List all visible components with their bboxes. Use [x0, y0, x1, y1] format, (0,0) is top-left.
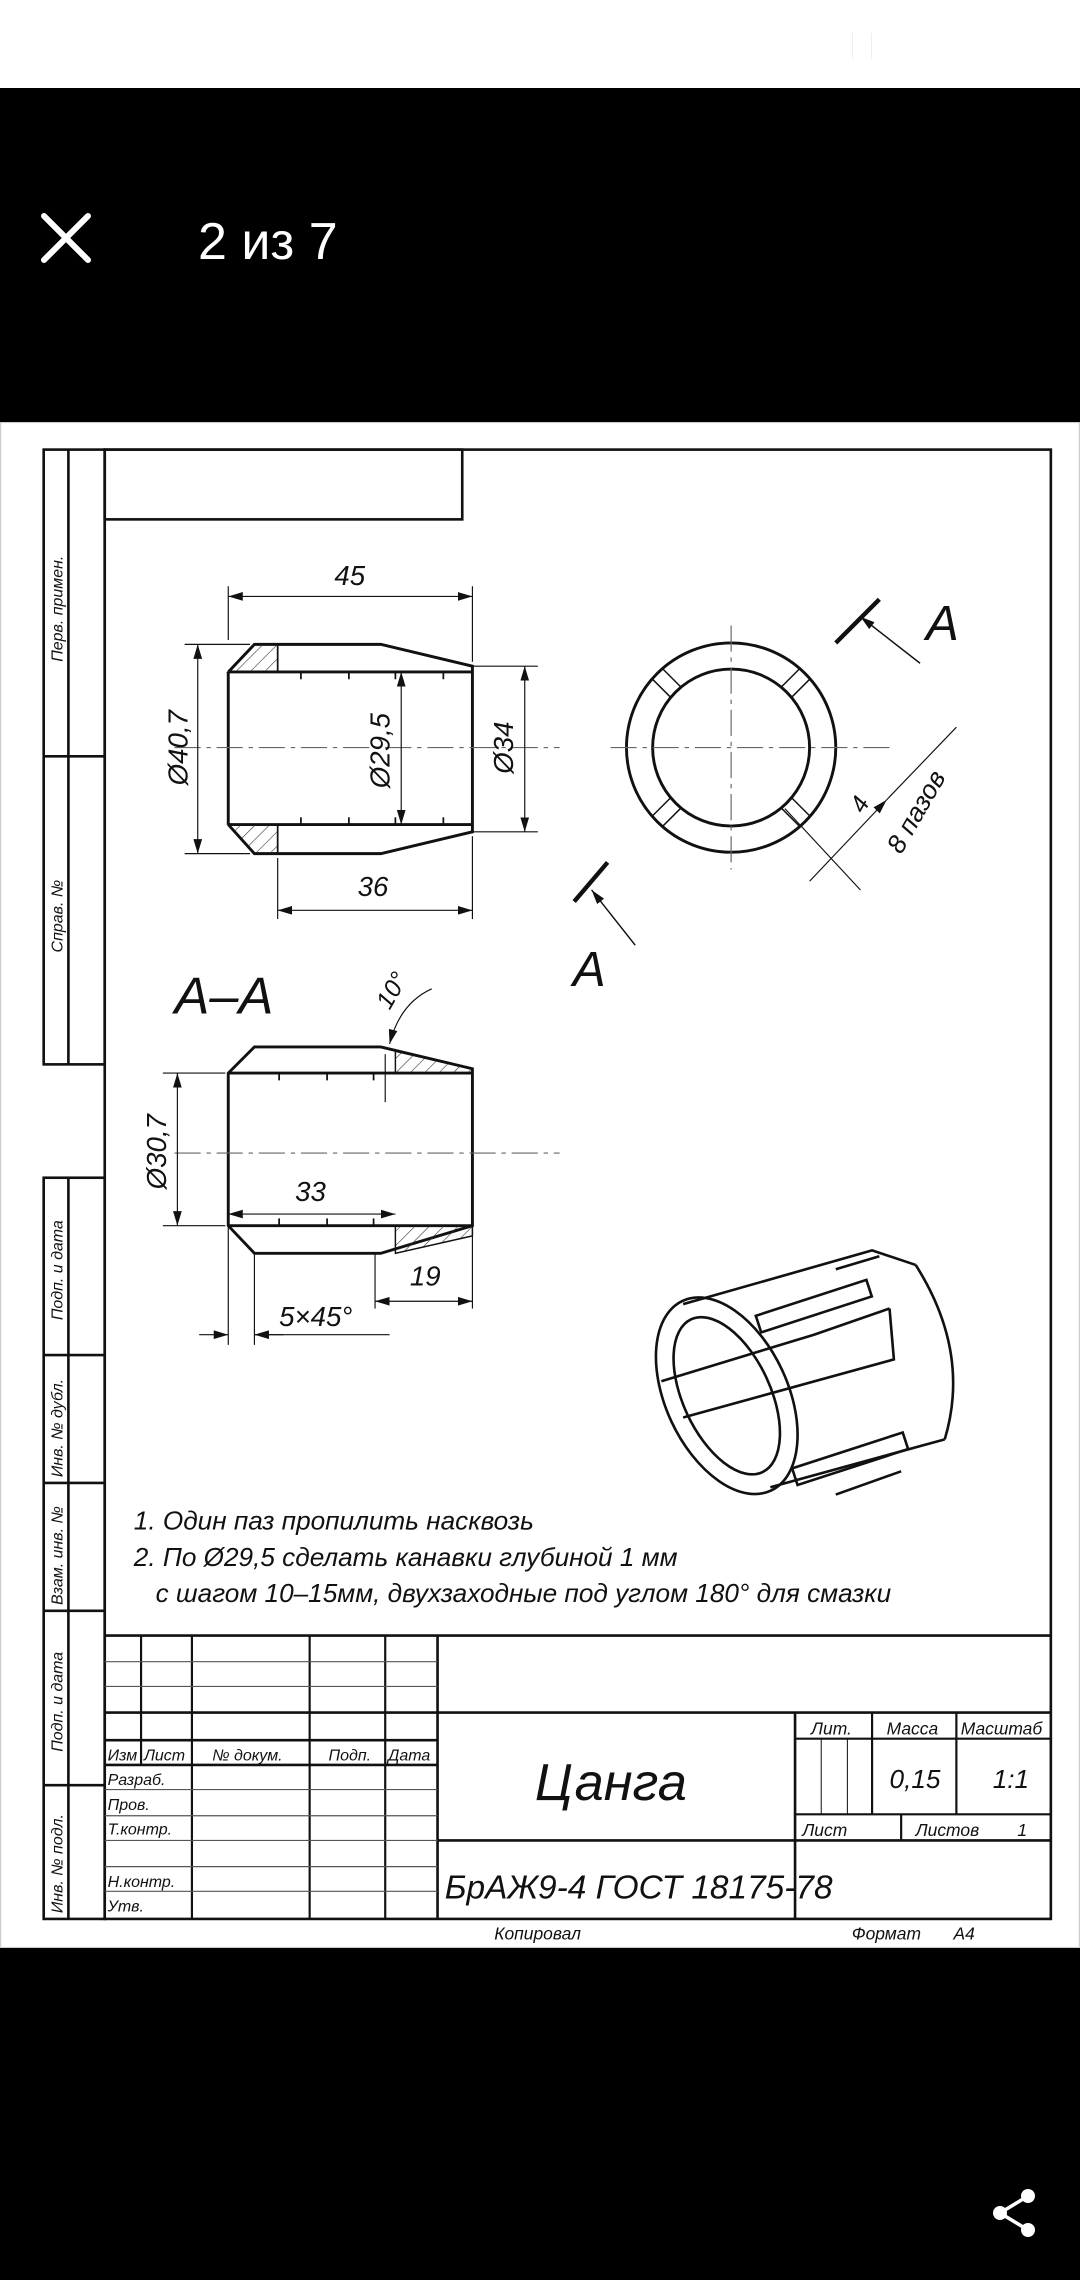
scale-value: 1:1 [993, 1764, 1029, 1794]
side-stamp: Инв. № дубл. [50, 1379, 67, 1477]
side-stamps: Перв. примен. Справ. № Подп. и дата Инв.… [50, 556, 67, 1913]
sheet-label: Лист [801, 1820, 847, 1840]
dim-length: 33 [295, 1176, 326, 1207]
dim-slot-length: 36 [358, 871, 389, 902]
image-viewer[interactable]: Перв. примен. Справ. № Подп. и дата Инв.… [0, 420, 1080, 1950]
col-header-date: Дата [386, 1748, 430, 1765]
note: с шагом 10–15мм, двухзаходные под углом … [156, 1578, 892, 1608]
part-name: Цанга [535, 1754, 687, 1812]
section-title: A–A [171, 968, 273, 1026]
technical-drawing: Перв. примен. Справ. № Подп. и дата Инв.… [0, 420, 1080, 1950]
col-header-list: Лист [143, 1748, 185, 1765]
section-mark-bottom: A [570, 942, 606, 997]
role-approved: Утв. [107, 1899, 144, 1916]
mass-value: 0,15 [890, 1764, 941, 1794]
side-stamp: Подп. и дата [50, 1220, 67, 1320]
scale-label: Масштаб [961, 1718, 1044, 1738]
side-stamp: Инв. № подл. [50, 1814, 67, 1913]
side-stamp: Подп. и дата [50, 1652, 67, 1752]
col-header-doc: № докум. [212, 1748, 282, 1765]
isometric-view [654, 1249, 955, 1496]
side-stamp: Взам. инв. № [50, 1506, 67, 1605]
image-counter: 2 из 7 [198, 213, 338, 271]
note: 1. Один паз пропилить насквозь [134, 1505, 534, 1535]
dim-bore-dia: Ø29,5 [365, 712, 396, 789]
dim-dia: Ø30,7 [141, 1113, 172, 1191]
status-bar [0, 0, 1080, 88]
technical-notes: 1. Один паз пропилить насквозь 2. По Ø29… [133, 1505, 892, 1608]
share-icon[interactable] [988, 2186, 1042, 2240]
title-block [104, 1634, 1051, 1919]
col-header-sign: Подп. [329, 1748, 372, 1765]
side-stamp: Справ. № [50, 880, 67, 953]
dim-length: 45 [334, 560, 365, 591]
copied-label: Копировал [494, 1923, 581, 1943]
role-norm-control: Н.контр. [108, 1874, 176, 1891]
dim-end-dia: Ø34 [488, 722, 519, 775]
material: БрАЖ9-4 ГОСТ 18175-78 [445, 1870, 833, 1907]
format-value: A4 [952, 1923, 975, 1943]
dim-taper: 19 [410, 1260, 441, 1291]
dim-chamfer: 5×45° [279, 1301, 352, 1332]
title-block-text: Изм Лист № докум. Подп. Дата Разраб. Про… [107, 1718, 1044, 1943]
close-icon[interactable] [36, 208, 96, 268]
front-view: 45 36 Ø40,7 Ø29,5 Ø34 [163, 560, 560, 920]
sheets-label: Листов [915, 1820, 980, 1840]
note: 2. По Ø29,5 сделать канавки глубиной 1 м… [133, 1542, 678, 1572]
role-developer: Разраб. [108, 1772, 166, 1789]
section-mark-top: A [923, 596, 959, 651]
lit-label: Лит. [810, 1718, 852, 1738]
format-label: Формат [852, 1923, 921, 1943]
side-stamp: Перв. примен. [50, 556, 67, 662]
role-tech-control: Т.контр. [108, 1822, 172, 1839]
status-icon [852, 33, 872, 59]
mass-label: Масса [887, 1718, 939, 1738]
role-checker: Пров. [108, 1797, 150, 1814]
drawing-frame [42, 448, 1053, 1921]
col-header-izm: Изм [108, 1748, 138, 1765]
sheets-value: 1 [1017, 1820, 1027, 1840]
viewer-toolbar: 2 из 7 [0, 88, 1080, 420]
dim-outer-dia: Ø40,7 [163, 708, 194, 786]
